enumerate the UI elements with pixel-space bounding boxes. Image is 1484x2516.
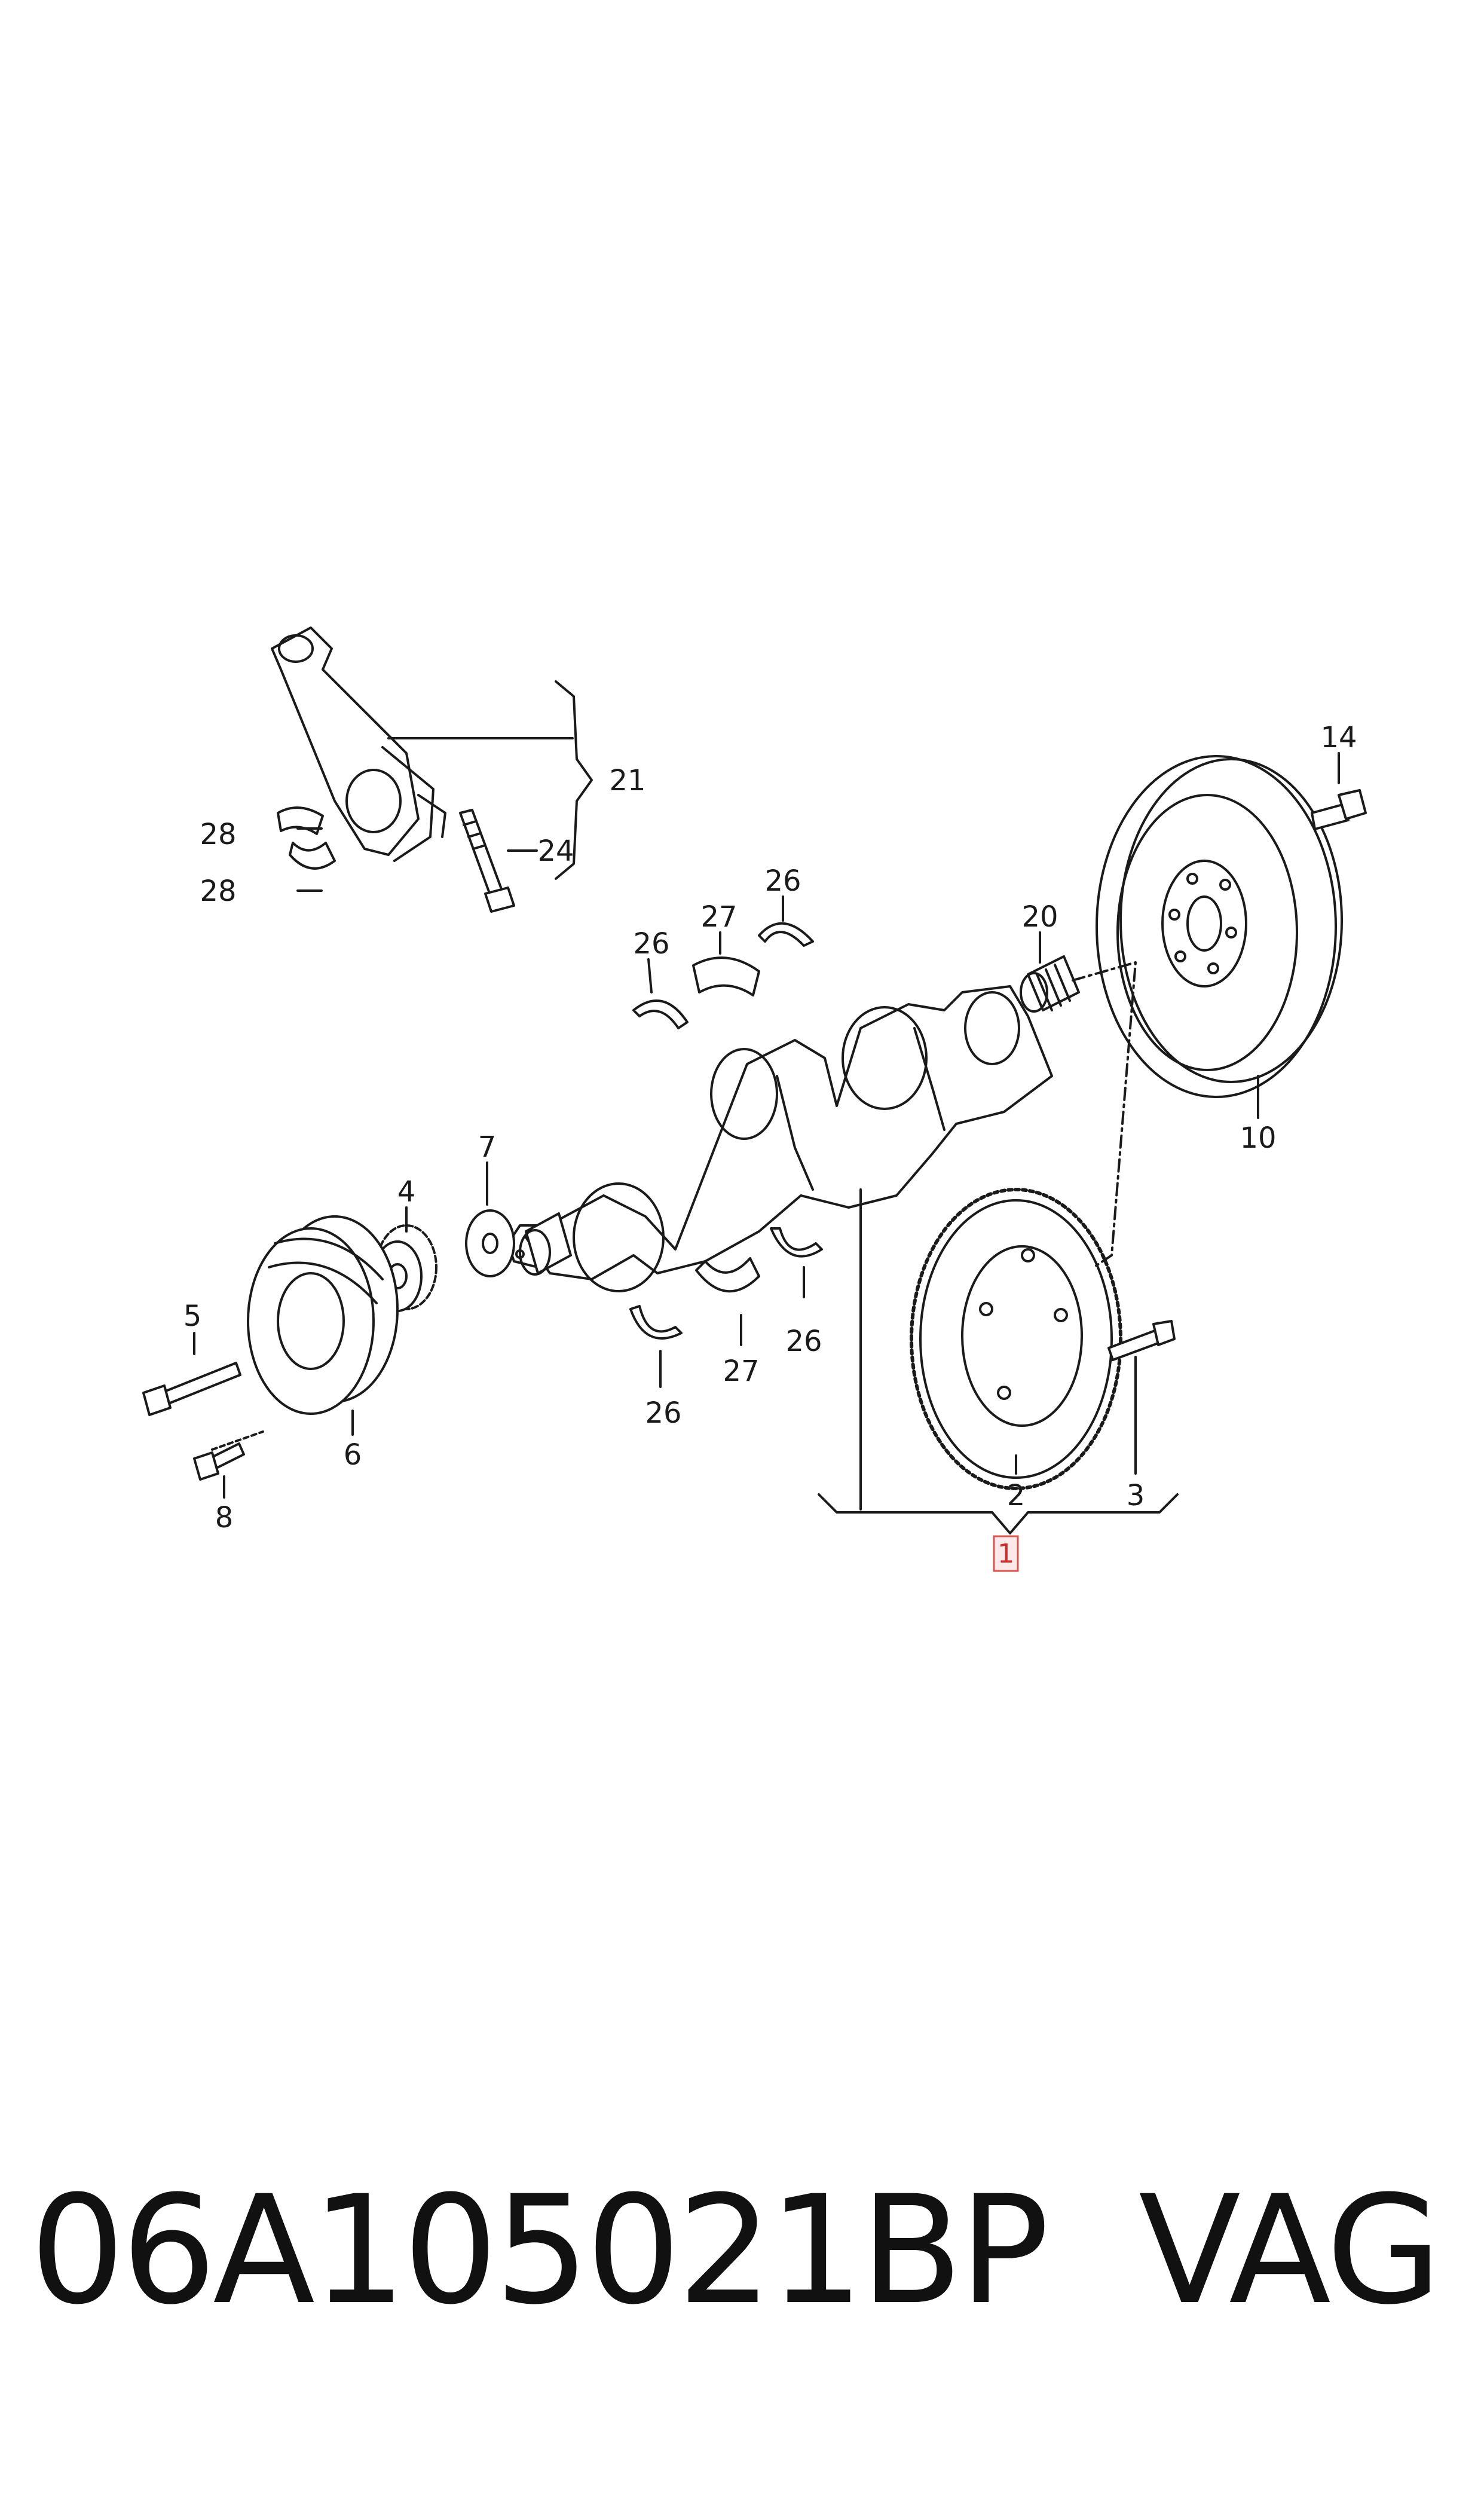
callout-3: 3: [1127, 1479, 1145, 1512]
brand-name: VAG: [1139, 2163, 1442, 2337]
drive-plate: [910, 1188, 1122, 1490]
connecting-rod: [271, 626, 446, 862]
callout-20: 20: [1021, 900, 1058, 934]
callout-7: 7: [478, 1130, 497, 1164]
callout-10: 10: [1240, 1121, 1276, 1155]
crank-nose: [515, 1212, 572, 1276]
callout-27-a: 27: [700, 900, 737, 934]
main-bearing-parts: [629, 922, 823, 1340]
callout-28-b: 28: [200, 875, 236, 908]
callout-26-d: 26: [785, 1325, 822, 1358]
washer: [465, 1209, 515, 1277]
callout-27-b: 27: [723, 1355, 759, 1388]
callout-2: 2: [1007, 1479, 1026, 1512]
callout-6: 6: [344, 1438, 362, 1472]
callout-26-c: 26: [645, 1396, 681, 1430]
callout-28-a: 28: [200, 818, 236, 851]
callout-14: 14: [1320, 721, 1357, 754]
highlight-box-1: [993, 1535, 1019, 1572]
bracket-21: [555, 680, 593, 880]
callout-24: 24: [537, 834, 574, 868]
callout-26-b: 26: [764, 864, 801, 898]
pilot-bearing: [1020, 955, 1080, 1013]
callout-1: 1: [998, 1539, 1014, 1569]
center-line: [1072, 961, 1137, 1268]
callout-5: 5: [183, 1300, 202, 1333]
flywheel-bolt: [1311, 789, 1367, 830]
bracket-1: [818, 1493, 1179, 1534]
callout-labels: 1 2 3 4 5 6 7 8 10 14 20 21 24 26 26 26 …: [183, 721, 1357, 1572]
callout-21: 21: [609, 764, 645, 797]
callout-8: 8: [215, 1501, 234, 1534]
part-number: 06A105021BP: [30, 2163, 1049, 2337]
crankshaft: [507, 985, 1053, 1292]
crank-pulley: [247, 1215, 399, 1415]
callout-4: 4: [397, 1175, 416, 1209]
pulley-bolt: [142, 1362, 241, 1416]
callout-26-a: 26: [633, 927, 669, 961]
rod-bolt: [459, 809, 515, 913]
pulley-small-bolt: [193, 1430, 264, 1481]
plate-bolt: [1107, 1320, 1176, 1361]
flywheel: [1096, 755, 1343, 1098]
rod-bearing-shells: [277, 806, 336, 870]
